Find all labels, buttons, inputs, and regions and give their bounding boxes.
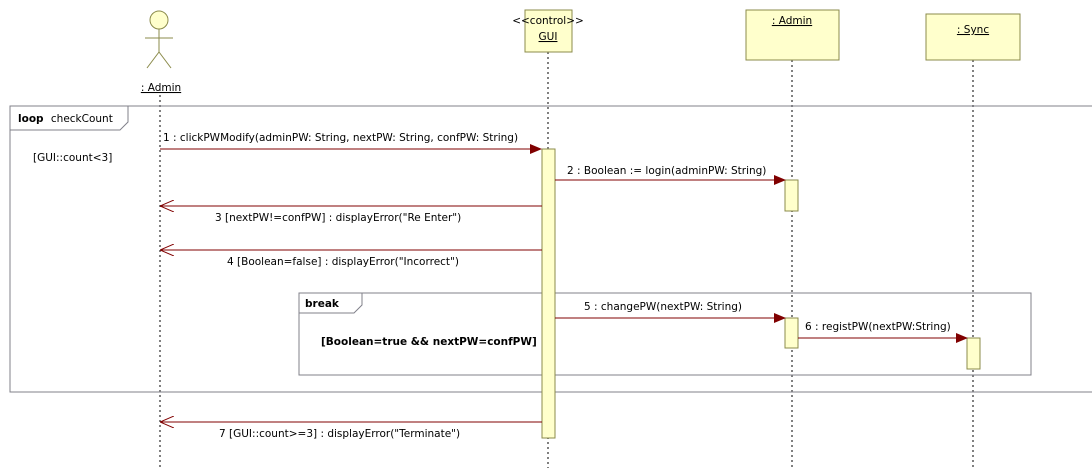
sync-head: : Sync: [925, 13, 1021, 61]
message-5-label: 5 : changePW(nextPW: String): [584, 301, 742, 313]
message-4-label: 4 [Boolean=false] : displayError("Incorr…: [227, 256, 459, 268]
gui-name: GUI: [539, 31, 558, 43]
loop-guard: [GUI::count<3]: [33, 152, 112, 164]
gui-activation: [541, 148, 556, 439]
admin-name: : Admin: [772, 15, 812, 27]
svg-text:loop checkCount: loop checkCount: [18, 113, 113, 125]
break-fragment: break [Boolean=true && nextPW=confPW]: [298, 292, 1032, 376]
message-1: 1 : clickPWModify(adminPW: String, nextP…: [160, 132, 542, 154]
admin-activation-changepw: [784, 317, 799, 349]
break-guard: [Boolean=true && nextPW=confPW]: [321, 336, 537, 348]
message-2-label: 2 : Boolean := login(adminPW: String): [567, 165, 766, 177]
message-3-label: 3 [nextPW!=confPW] : displayError("Re En…: [215, 212, 461, 224]
message-2: 2 : Boolean := login(adminPW: String): [555, 165, 786, 185]
message-7: 7 [GUI::count>=3] : displayError("Termin…: [160, 422, 542, 440]
message-7-label: 7 [GUI::count>=3] : displayError("Termin…: [219, 428, 460, 440]
stick-figure-actor-icon: [149, 10, 169, 30]
actor-name: : Admin: [141, 82, 181, 94]
message-1-label: 1 : clickPWModify(adminPW: String, nextP…: [163, 132, 518, 144]
admin-activation-login: [784, 179, 799, 212]
sync-name: : Sync: [957, 24, 989, 36]
message-6-label: 6 : registPW(nextPW:String): [805, 321, 951, 333]
gui-head: <<control>> GUI: [512, 9, 584, 53]
break-operator: break: [305, 298, 340, 310]
sync-activation: [966, 337, 981, 370]
message-5: 5 : changePW(nextPW: String): [555, 301, 786, 323]
admin-head: : Admin: [745, 9, 840, 61]
message-6: 6 : registPW(nextPW:String): [798, 321, 968, 343]
message-4: 4 [Boolean=false] : displayError("Incorr…: [160, 250, 542, 268]
loop-operator: loop: [18, 113, 44, 125]
actor-head: : Admin: [141, 10, 181, 94]
message-3: 3 [nextPW!=confPW] : displayError("Re En…: [160, 206, 542, 224]
loop-name: checkCount: [51, 113, 113, 125]
gui-stereotype: <<control>>: [512, 15, 584, 27]
